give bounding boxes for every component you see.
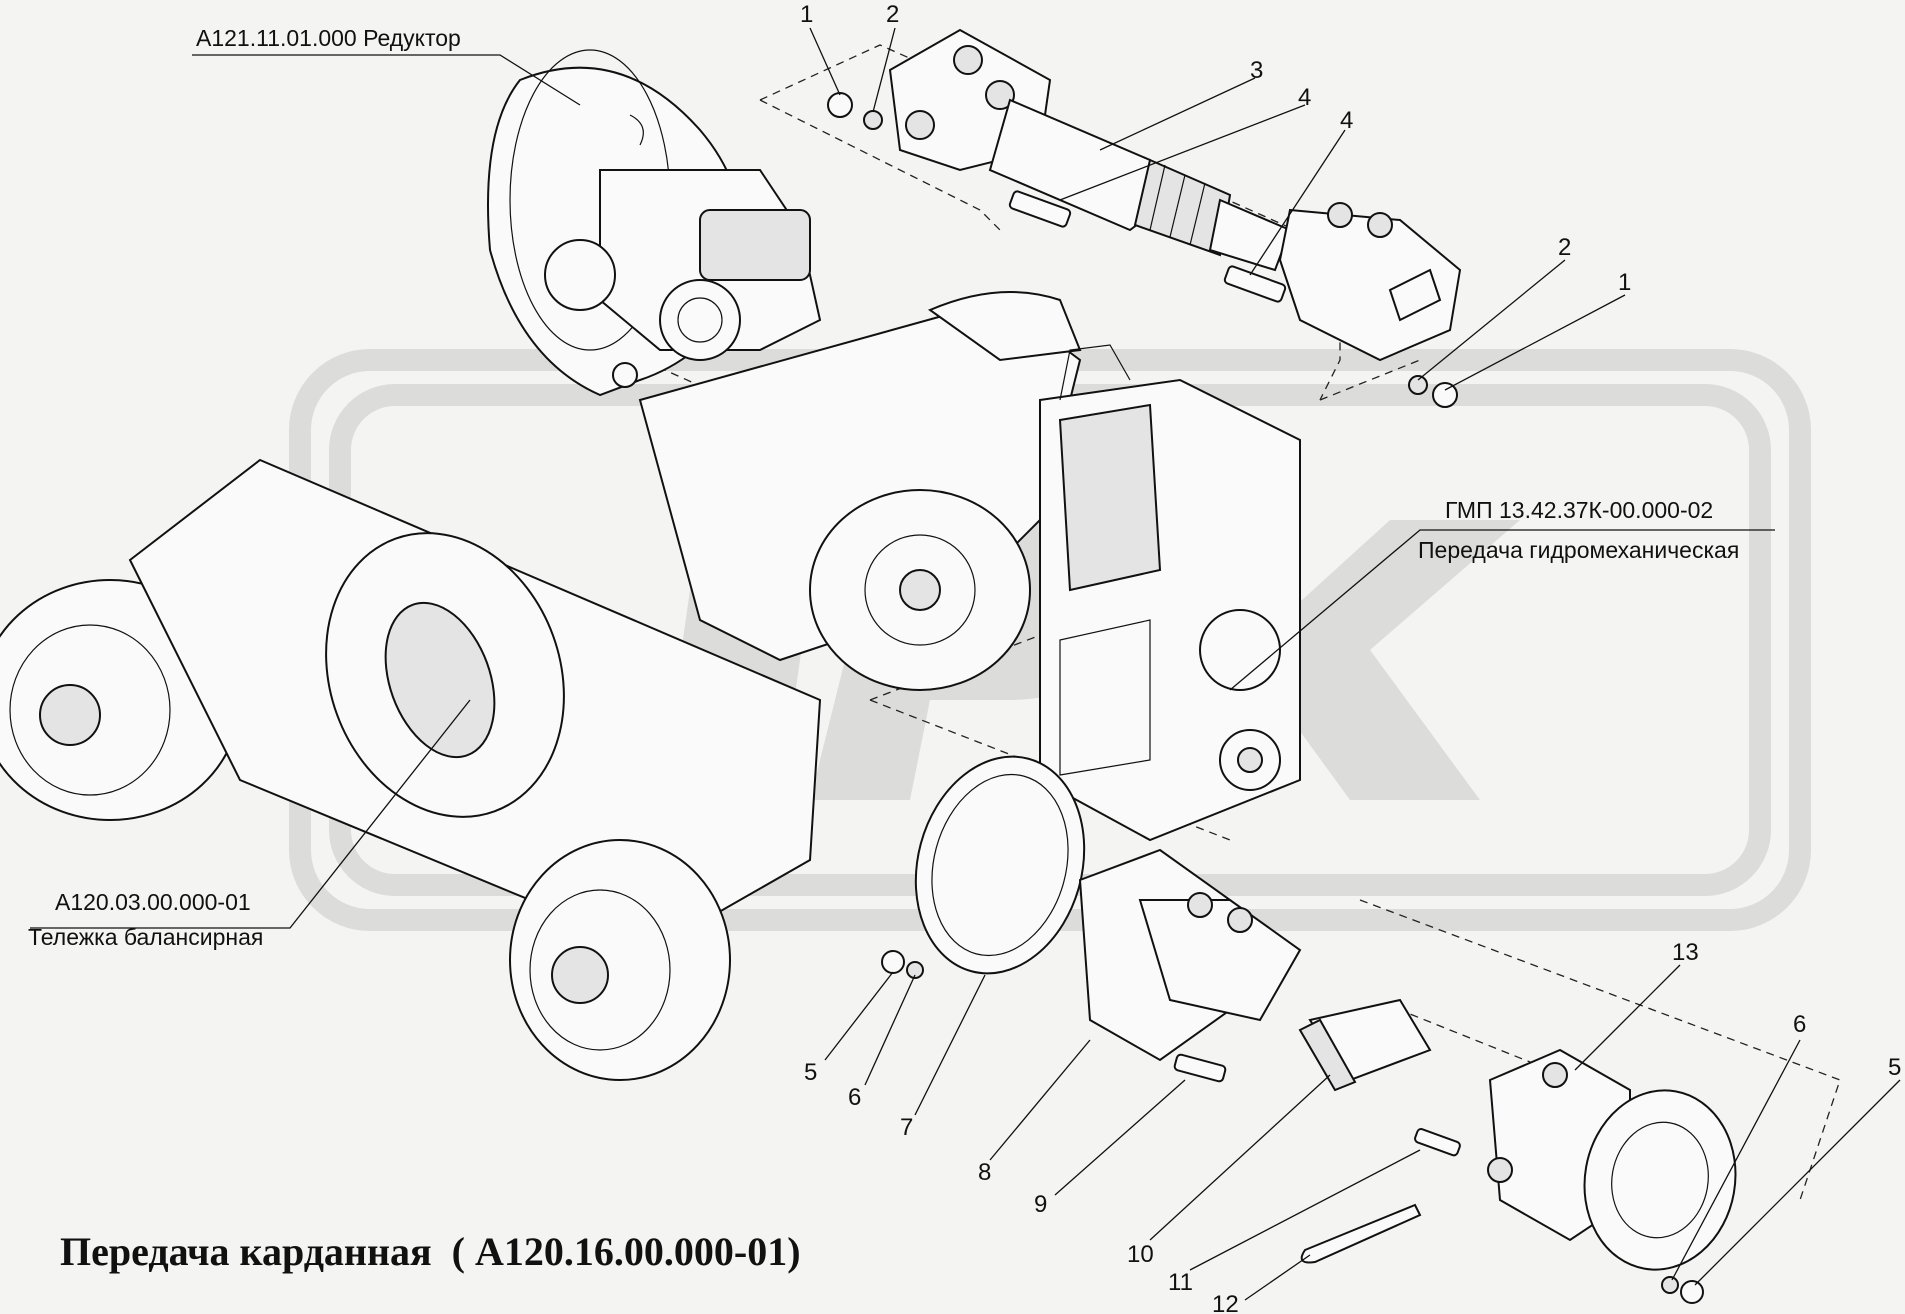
nut-washer-set-lower [881, 950, 1704, 1304]
splined-sleeve [1298, 998, 1432, 1092]
callout-8: 8 [978, 1159, 991, 1186]
drawing-title: Передача карданная ( А120.16.00.000-01) [60, 1229, 801, 1274]
callout-9: 9 [1034, 1191, 1047, 1218]
callout-5: 5 [804, 1059, 817, 1086]
callout-5: 5 [1888, 1054, 1901, 1081]
callout-4: 4 [1340, 107, 1353, 134]
cardan-joint-lower [1487, 1048, 1737, 1271]
callout-6: 6 [848, 1084, 861, 1111]
callout-11: 11 [1168, 1269, 1193, 1296]
reducer-assembly [487, 49, 822, 397]
gmp-name-label: Передача гидромеханическая [1418, 537, 1739, 563]
balancing-bogie [0, 458, 822, 1081]
bogie-code-label: А120.03.00.000-01 [55, 889, 251, 915]
callout-2: 2 [1558, 234, 1571, 261]
callout-6: 6 [1793, 1011, 1806, 1038]
central-housing [638, 291, 1082, 691]
bogie-name-label: Тележка балансирная [28, 924, 263, 950]
leader-lines [30, 27, 1901, 1301]
gmp-code-label: ГМП 13.42.37К-00.000-02 [1445, 497, 1713, 523]
callout-12: 12 [1212, 1291, 1239, 1314]
gmp-gearbox [1039, 344, 1301, 842]
callout-10: 10 [1127, 1241, 1154, 1268]
cardan-shaft-upper [888, 28, 1462, 362]
callout-7: 7 [900, 1114, 913, 1141]
callout-1: 1 [1618, 269, 1631, 296]
reducer-label: А121.11.01.000 Редуктор [196, 25, 461, 51]
flange-yoke [1078, 848, 1302, 1083]
bolt-and-cotter-pin [1300, 1128, 1461, 1264]
gasket-ring [914, 755, 1086, 975]
callout-1: 1 [800, 1, 813, 28]
callout-4: 4 [1298, 84, 1311, 111]
callout-13: 13 [1672, 939, 1699, 966]
callout-2: 2 [886, 1, 899, 28]
callout-3: 3 [1250, 57, 1263, 84]
